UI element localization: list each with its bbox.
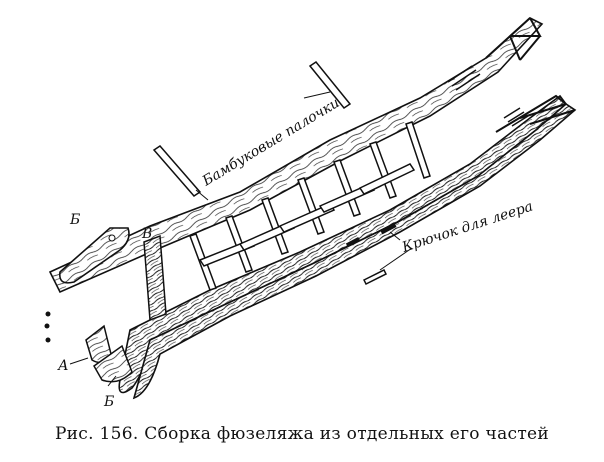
- loose-bamboo-sticks: [152, 60, 388, 286]
- label-part-b-top: Б: [69, 212, 80, 228]
- loose-part-b-top: [58, 227, 130, 284]
- label-part-v: В: [141, 226, 152, 242]
- upper-side-panel: [48, 17, 544, 294]
- lower-side-panel: [118, 94, 577, 400]
- leader-lines: [69, 91, 413, 387]
- cross-bars: [189, 121, 431, 291]
- nose-part-b-bottom: [93, 344, 133, 383]
- nose-studs: [44, 311, 51, 343]
- label-part-b-bottom: Б: [103, 394, 114, 410]
- figure-caption: Рис. 156. Сборка фюзеляжа из отдельных е…: [54, 424, 550, 444]
- label-part-a: А: [57, 358, 69, 374]
- bulkhead-v: [143, 234, 167, 322]
